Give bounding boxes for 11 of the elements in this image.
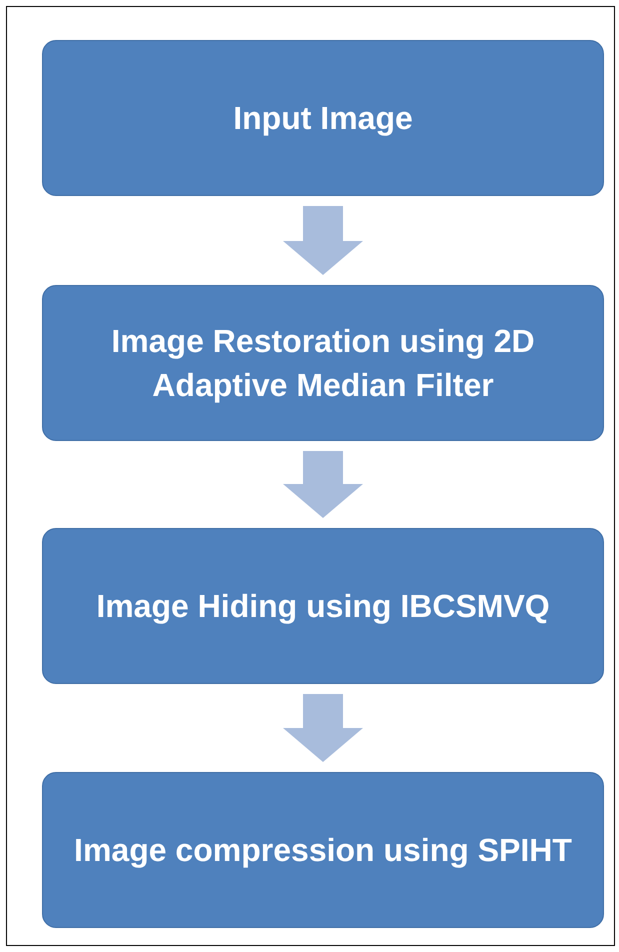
box-label: Image Hiding using IBCSMVQ bbox=[96, 587, 550, 626]
block-arrow bbox=[283, 206, 363, 275]
process-box bbox=[42, 285, 604, 441]
box-label: Image compression using SPIHT bbox=[74, 831, 572, 870]
box-label: Image Restoration using 2D Adaptive Median Filter bbox=[110, 322, 536, 405]
process-box bbox=[42, 772, 604, 928]
process-box bbox=[42, 528, 604, 684]
box-label: Input Image bbox=[233, 99, 413, 138]
block-arrow bbox=[283, 694, 363, 762]
process-box bbox=[42, 40, 604, 196]
block-arrow bbox=[283, 451, 363, 518]
